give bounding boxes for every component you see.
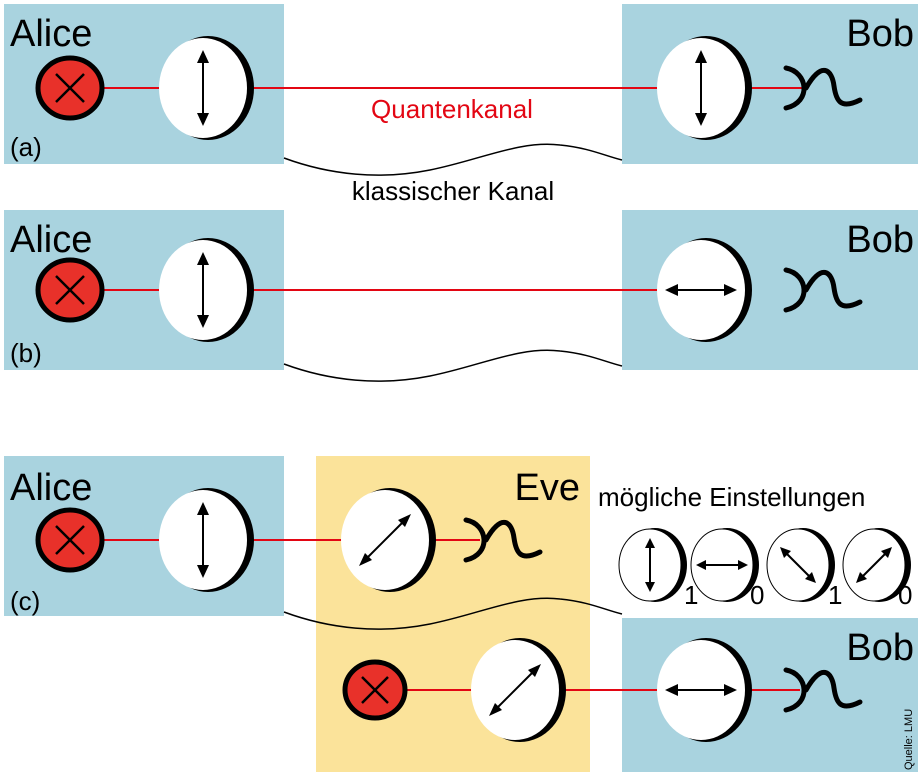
bob-label: Bob (846, 219, 914, 261)
settings-legend: mögliche Einstellungen (598, 482, 912, 610)
bob-label: Bob (846, 627, 914, 669)
setting-bit: 0 (898, 580, 912, 610)
classical-channel-line (283, 143, 623, 176)
panel-tag: (c) (10, 586, 40, 616)
alice-polarizer-vertical (159, 36, 254, 140)
setting-bit: 1 (828, 580, 842, 610)
panel-b: Alice Bob (b) (4, 210, 918, 382)
source-credit: Quelle: LMU (903, 709, 915, 770)
photon-source (35, 507, 105, 573)
bob-detector-icon (783, 667, 863, 713)
photon-source (35, 55, 105, 121)
settings-title: mögliche Einstellungen (598, 482, 865, 512)
eve-polarizer-diagonal (341, 488, 436, 592)
alice-label: Alice (10, 13, 92, 55)
setting-vertical (618, 528, 687, 602)
eve-photon-source (342, 659, 408, 721)
setting-bit: 1 (684, 580, 698, 610)
detector-icon (783, 267, 863, 313)
setting-diagonal-right (842, 528, 911, 602)
photon-source (35, 257, 105, 323)
quantum-channel-label: Quantenkanal (371, 94, 533, 124)
panel-tag: (a) (10, 132, 42, 162)
bob-polarizer-vertical (657, 36, 752, 140)
panel-tag: (b) (10, 338, 42, 368)
bob-polarizer-horizontal (657, 638, 752, 742)
classical-channel-label: klassischer Kanal (352, 176, 554, 206)
panel-c: Alice Eve Bob (c) (4, 456, 918, 772)
alice-polarizer-vertical (159, 488, 254, 592)
eve-detector-icon (463, 517, 543, 563)
eve-resend-polarizer-diagonal (471, 638, 566, 742)
alice-label: Alice (10, 467, 92, 509)
setting-horizontal (690, 528, 759, 602)
alice-polarizer-vertical (159, 238, 254, 342)
eve-label: Eve (515, 467, 580, 509)
setting-bit: 0 (750, 580, 764, 610)
detector-icon (783, 65, 863, 111)
classical-channel-line (283, 597, 623, 630)
bob-polarizer-horizontal (657, 238, 752, 342)
classical-channel-line (283, 349, 623, 382)
alice-label: Alice (10, 219, 92, 261)
bob-label: Bob (846, 13, 914, 55)
panel-a: Alice Bob (a) Quantenkanal klassischer K… (4, 4, 918, 206)
setting-diagonal-left (766, 528, 835, 602)
